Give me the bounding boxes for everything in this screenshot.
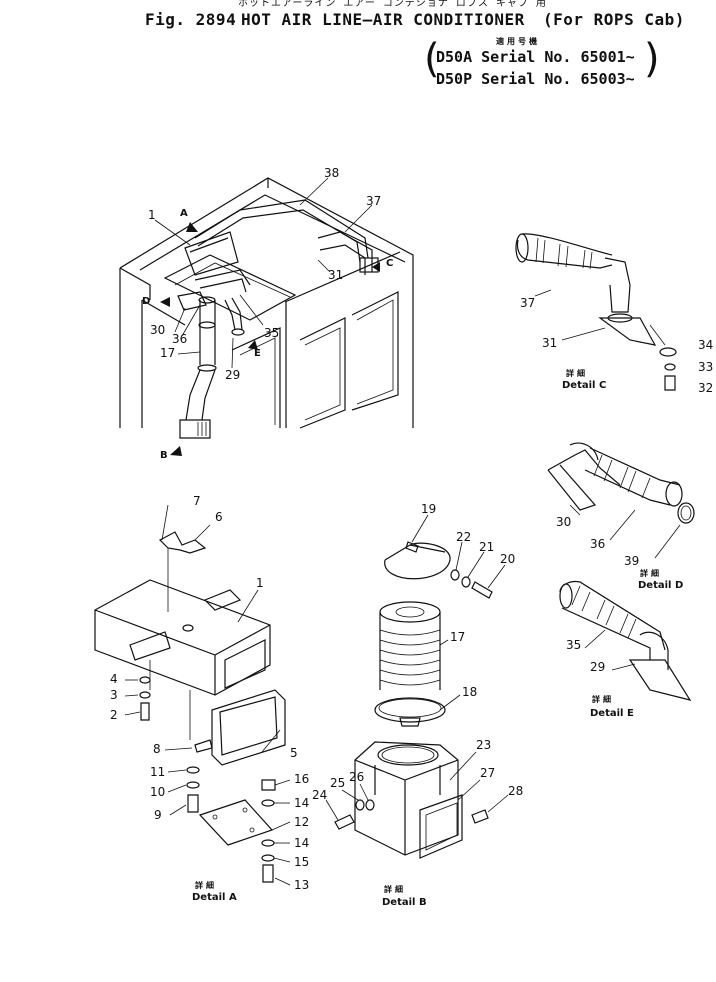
view-arrow-e: E (254, 348, 261, 359)
callout-39: 39 (624, 554, 640, 568)
figure-title: HOT AIR LINE—AIR CONDITIONER (241, 10, 525, 29)
callout-8: 8 (153, 742, 161, 756)
view-arrow-c: C (386, 258, 394, 269)
callout-20: 20 (500, 552, 516, 566)
callout-18: 18 (462, 685, 478, 699)
callout-33: 33 (698, 360, 714, 374)
detail-e-label: Detail E (590, 708, 634, 719)
callout-27: 27 (480, 766, 496, 780)
callout-13: 13 (294, 878, 310, 892)
figure-subtitle: (For ROPS Cab) (543, 10, 685, 29)
detail-c-drawing (515, 233, 677, 391)
detail-a-jp: 詳細 (195, 881, 217, 890)
callout-30-detail-d: 30 (556, 515, 572, 529)
heater-box-main (184, 231, 239, 276)
callout-17-main: 17 (160, 346, 176, 360)
callout-21: 21 (479, 540, 495, 554)
callout-23: 23 (476, 738, 492, 752)
detail-b-louver-cover (419, 794, 463, 859)
view-arrow-d: D (142, 296, 151, 307)
detail-d-label: Detail D (638, 580, 684, 591)
callout-32: 32 (698, 381, 714, 395)
cab-roof-edge (119, 177, 414, 428)
header-japanese-title: ホットエアーライン エアー コンデショナ ロプス キャブ 用 (238, 0, 547, 9)
serial-bracket: ( ) 適用号機 D50A Serial No. 65001~ D50P Ser… (424, 36, 660, 88)
callout-4: 4 (110, 672, 118, 686)
detail-b-label: Detail B (382, 897, 427, 908)
detail-a-drawing (94, 504, 291, 886)
callout-15: 15 (294, 855, 310, 869)
detail-d-drawing (547, 442, 695, 559)
callout-17-detail-b: 17 (450, 630, 466, 644)
detail-c-jp: 詳細 (566, 369, 588, 378)
serial-line-d50a: D50A Serial No. 65001~ (436, 48, 635, 66)
callout-31-detail-c: 31 (542, 336, 558, 350)
view-arrow-b: B (160, 450, 168, 461)
detail-c-label: Detail C (562, 380, 607, 391)
callout-6: 6 (215, 510, 223, 524)
detail-b-drawing (325, 514, 509, 859)
callout-11: 11 (150, 765, 166, 779)
detail-c-mount-plate (598, 317, 657, 346)
view-arrow-a: A (180, 208, 188, 219)
cab-assembly-view (119, 177, 414, 456)
callout-30-main: 30 (150, 323, 166, 337)
detail-a-heater-box (94, 579, 271, 696)
detail-a-label: Detail A (192, 892, 237, 903)
detail-a-cover-plate (198, 799, 274, 846)
callout-19: 19 (421, 502, 437, 516)
callout-9: 9 (154, 808, 162, 822)
callout-1-detail-a: 1 (256, 576, 264, 590)
detail-e-jp: 詳細 (592, 695, 614, 704)
callout-36-detail-d: 36 (590, 537, 606, 551)
callout-5: 5 (290, 746, 298, 760)
callout-35-detail-e: 35 (566, 638, 582, 652)
callout-37-detail-c: 37 (520, 296, 536, 310)
callout-34: 34 (698, 338, 714, 352)
serial-line-d50p: D50P Serial No. 65003~ (436, 70, 635, 88)
detail-e-mount-plate (628, 659, 692, 701)
callout-22: 22 (456, 530, 472, 544)
figure-number: Fig. 2894 (145, 10, 237, 29)
detail-e-drawing (559, 580, 692, 701)
detail-b-outlet-box (354, 741, 459, 856)
callout-14a: 14 (294, 796, 310, 810)
callout-16: 16 (294, 772, 310, 786)
callout-14b: 14 (294, 836, 310, 850)
callout-10: 10 (150, 785, 166, 799)
detail-d-jp: 詳細 (640, 569, 662, 578)
callout-7: 7 (193, 494, 201, 508)
callout-36-main: 36 (172, 332, 188, 346)
callout-31-main: 31 (328, 268, 344, 282)
callout-25: 25 (330, 776, 346, 790)
detail-a-gasket (211, 689, 286, 766)
callout-29-main: 29 (225, 368, 241, 382)
callout-35-main: 35 (264, 326, 280, 340)
callout-37-main: 37 (366, 194, 382, 208)
callout-29-detail-e: 29 (590, 660, 606, 674)
callout-28: 28 (508, 784, 524, 798)
callout-24: 24 (312, 788, 328, 802)
callout-1-main: 1 (148, 208, 156, 222)
callout-38: 38 (324, 166, 340, 180)
callout-12: 12 (294, 815, 310, 829)
callout-26: 26 (349, 770, 365, 784)
callout-2: 2 (110, 708, 118, 722)
detail-b-jp: 詳細 (384, 885, 406, 894)
serial-japanese-label: 適用号機 (496, 37, 540, 46)
pipe-17-main (199, 300, 216, 365)
callout-3: 3 (110, 688, 118, 702)
detail-b-hose (379, 612, 441, 690)
